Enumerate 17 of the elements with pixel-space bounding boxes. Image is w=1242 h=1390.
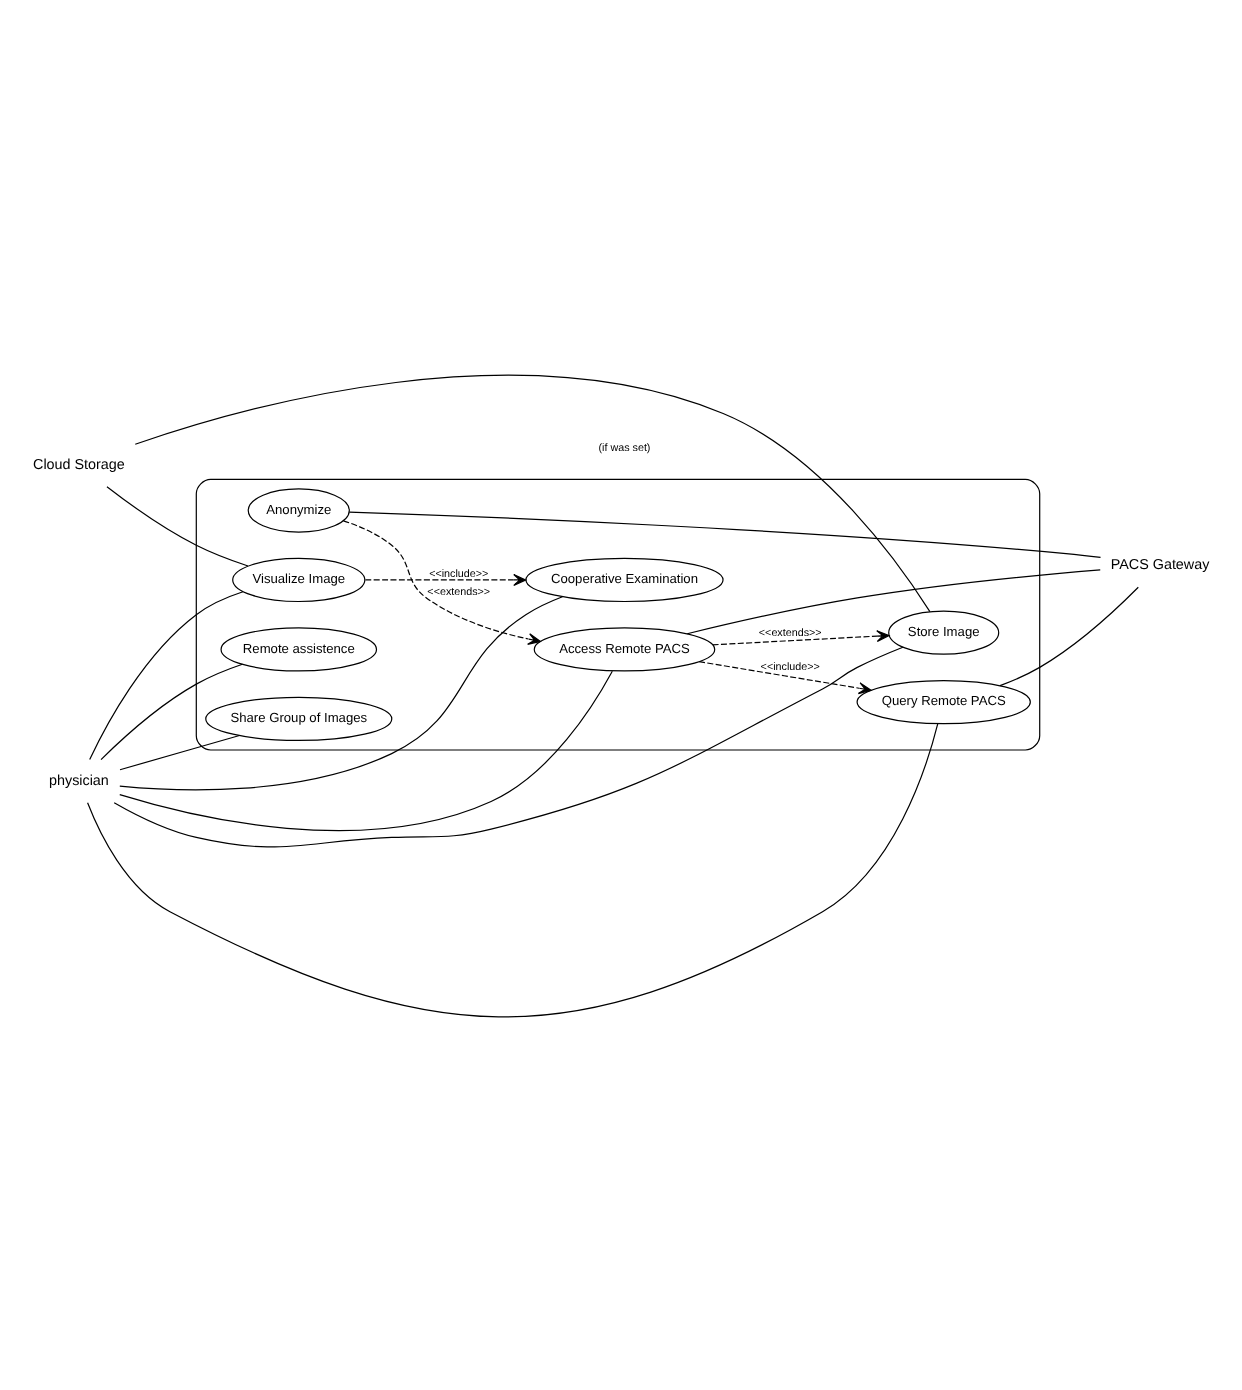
connector (119, 733, 241, 770)
connector (119, 595, 564, 790)
connector (100, 662, 243, 760)
cluster (195, 477, 1041, 750)
connector (686, 568, 1101, 634)
arrow (364, 572, 527, 585)
connector (134, 373, 931, 612)
connector (87, 722, 939, 1017)
connector (113, 645, 904, 847)
connector (348, 510, 1102, 557)
arrow (698, 660, 872, 694)
arrow (342, 519, 542, 644)
connector (106, 485, 249, 566)
arrow (712, 629, 890, 645)
connector (119, 669, 613, 830)
connector (999, 585, 1139, 686)
connector (89, 590, 244, 760)
